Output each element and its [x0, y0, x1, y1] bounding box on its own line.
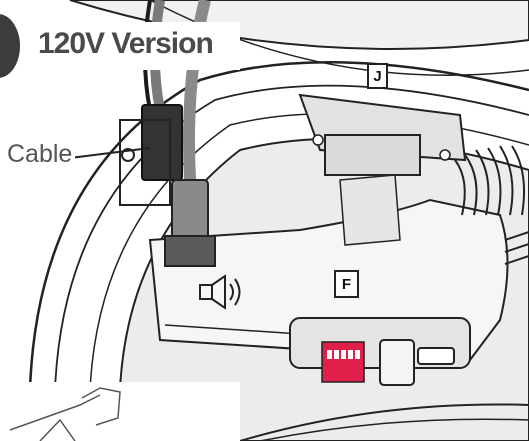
- side-slot: [417, 347, 455, 365]
- inset-sketch-base: [9, 394, 101, 431]
- step-number-badge: [0, 14, 20, 78]
- speaker-icon: [199, 274, 241, 310]
- connector-socket: [164, 235, 216, 267]
- terminal-block: [141, 104, 183, 181]
- inset-sketch-clip: [81, 387, 121, 426]
- bracket-block: [324, 134, 421, 176]
- bracket-screw-right: [439, 149, 451, 161]
- upper-dome: [69, 0, 529, 50]
- inset-panel: [0, 382, 240, 441]
- cable-label: Cable: [4, 140, 76, 169]
- dip-switch-toggles: [327, 350, 360, 359]
- gray-cable-b: [183, 0, 211, 181]
- page-title: 120V Version: [38, 27, 214, 60]
- inset-sketch-tab: [39, 418, 76, 441]
- tray-wall: [339, 174, 401, 246]
- heatsink-fins: [454, 145, 529, 265]
- title-backdrop: [28, 22, 240, 70]
- callout-f: F: [334, 270, 359, 298]
- cable-leader-line: [69, 147, 151, 159]
- lower-rim-a: [239, 403, 529, 441]
- housing-ring-mid: [53, 84, 529, 441]
- lower-rim-b: [259, 418, 529, 441]
- callout-j: J: [367, 63, 388, 89]
- switch-cover: [379, 339, 415, 386]
- terminal-clamp: [119, 119, 171, 206]
- dip-switch: [321, 341, 365, 383]
- connector-plug: [171, 179, 209, 241]
- bracket-screw-left: [312, 134, 324, 146]
